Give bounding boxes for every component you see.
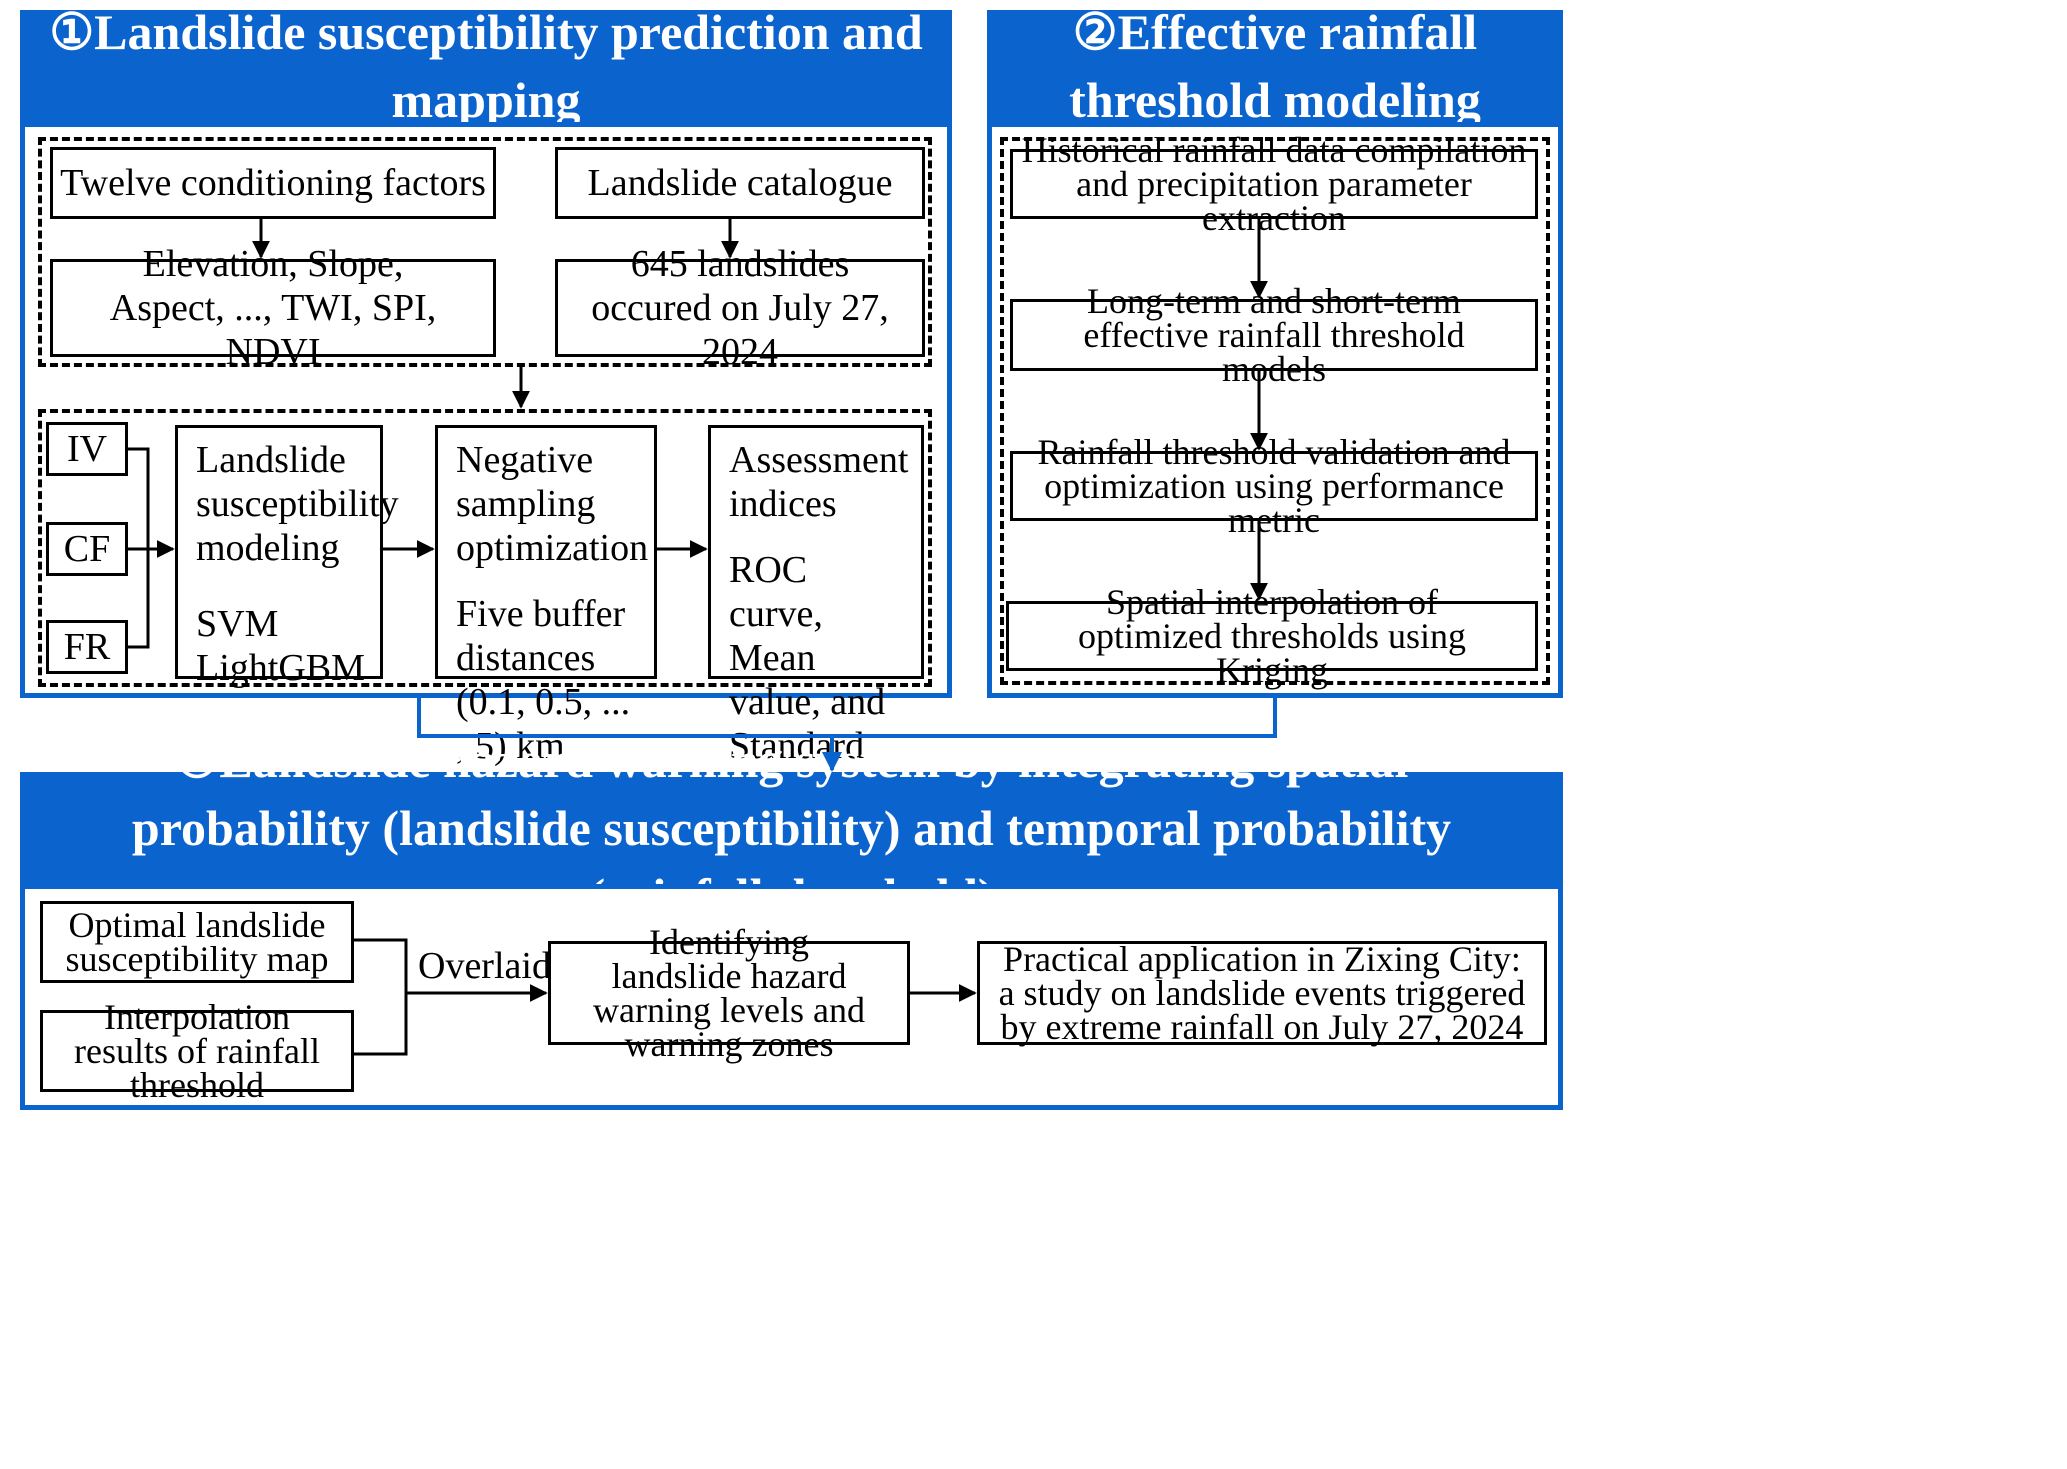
section1-title: ①Landslide susceptibility prediction and…: [49, 4, 923, 128]
method-cf-box: CF: [46, 522, 128, 576]
method-fr-box: FR: [46, 620, 128, 674]
susceptibility-map-box: Optimal landslide susceptibility map: [40, 901, 354, 983]
section2-title: ②Effective rainfall threshold modeling: [1069, 4, 1481, 128]
landslide-events-box: 645 landslides occured on July 27, 2024: [555, 243, 925, 373]
section2-group: [1000, 137, 1550, 685]
section2-header: ②Effective rainfall threshold modeling: [987, 4, 1563, 128]
section3-title: ③Landslide hazard warning system by inte…: [131, 732, 1452, 924]
section1-inputs-group: [38, 137, 932, 367]
practical-application-box: Practical application in Zixing City: a …: [977, 941, 1547, 1045]
method-iv-box: IV: [46, 422, 128, 476]
conditioning-factors-box: Twelve conditioning factors: [50, 147, 496, 219]
assessment-title: Assessment indices: [729, 439, 909, 525]
rainfall-step-1: Historical rainfall data compilation and…: [1010, 132, 1538, 236]
rainfall-step-2: Long-term and short-term effective rainf…: [1010, 283, 1538, 387]
section1-modeling-group: [38, 409, 932, 687]
rainfall-step-3: Rainfall threshold validation and optimi…: [1010, 434, 1538, 538]
landslide-catalogue-box: Landslide catalogue: [555, 147, 925, 219]
factors-list-box: Elevation, Slope, Aspect, ..., TWI, SPI,…: [50, 243, 496, 373]
section1-header: ①Landslide susceptibility prediction and…: [20, 4, 952, 128]
overlaid-label: Overlaid: [418, 945, 551, 987]
modeling-title: Landslide susceptibility modeling: [196, 439, 399, 569]
susceptibility-modeling-box: Landslide susceptibility modeling SVM Li…: [175, 425, 399, 689]
warning-levels-box: Identifying landslide hazard warning lev…: [548, 924, 910, 1062]
modeling-models: SVM LightGBM: [196, 603, 365, 689]
assessment-indices-box: Assessment indices ROC curve, Mean value…: [708, 425, 924, 855]
rainfall-interpolation-box: Interpolation results of rainfall thresh…: [40, 999, 354, 1103]
rainfall-step-4: Spatial interpolation of optimized thres…: [1006, 584, 1538, 688]
sampling-title: Negative sampling optimization: [456, 439, 649, 569]
section3-header: ③Landslide hazard warning system by inte…: [20, 732, 1563, 924]
negative-sampling-box: Negative sampling optimization Five buff…: [435, 425, 657, 767]
